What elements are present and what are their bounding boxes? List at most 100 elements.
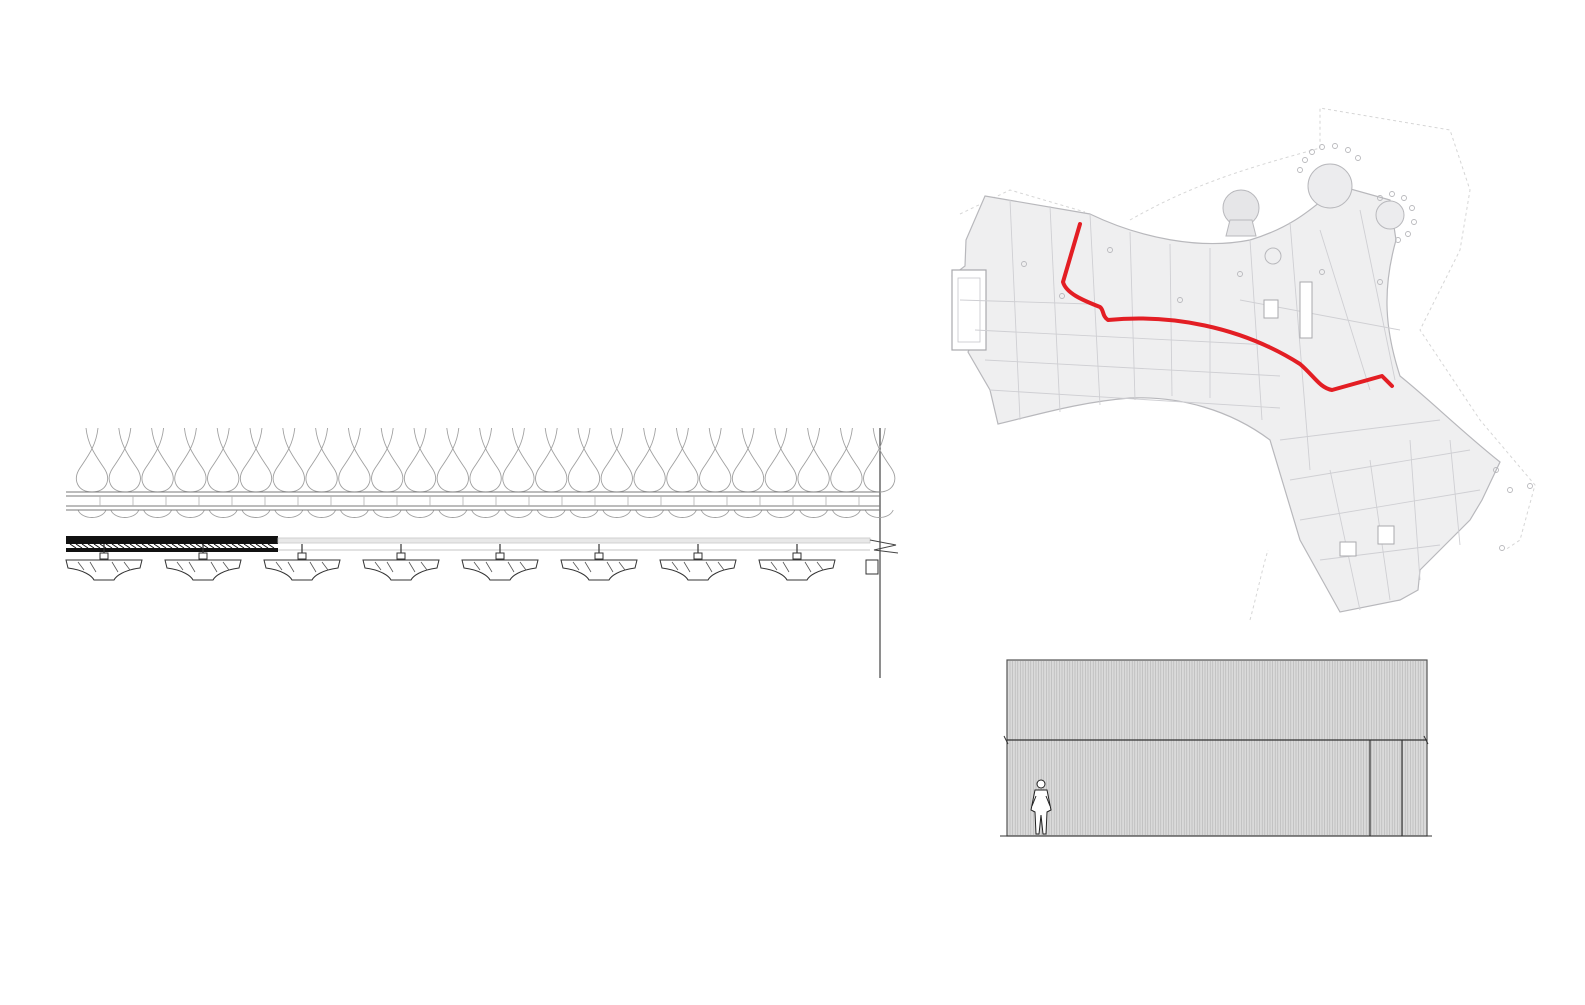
column-dot — [1319, 269, 1325, 275]
fin-tail — [372, 509, 402, 518]
anchor-bracket — [659, 544, 737, 581]
truss-member — [177, 543, 185, 549]
column-dot — [1319, 144, 1325, 150]
truss-member — [195, 543, 203, 549]
wall-section-detail — [65, 427, 899, 678]
column-dot — [1302, 157, 1308, 163]
bracket-nut — [99, 552, 109, 560]
perimeter-columns — [1021, 143, 1533, 551]
level-markers — [1003, 735, 1429, 745]
plan-grid-line — [989, 389, 1281, 409]
fin-tail — [77, 509, 107, 518]
site-outline — [959, 107, 1536, 621]
anchor-brackets — [65, 544, 879, 581]
truss-member — [69, 543, 77, 549]
column-dot — [1499, 545, 1505, 551]
wall-elevation — [1000, 659, 1432, 837]
building-footprint — [951, 185, 1501, 613]
elevation-panel — [1006, 659, 1428, 837]
fin-tail — [438, 509, 468, 518]
highlight-path — [1061, 222, 1394, 392]
column-dot — [1405, 231, 1411, 237]
column-dot — [1395, 237, 1401, 243]
fin-tail — [667, 509, 697, 518]
column-dot — [1409, 205, 1415, 211]
fin-tail — [700, 509, 730, 518]
truss-member — [135, 543, 143, 549]
plan-grid-line — [1409, 439, 1421, 581]
corner-pod-left — [1307, 163, 1353, 209]
fin-tail — [471, 509, 501, 518]
bracket-nut — [792, 552, 802, 560]
fin-tail — [766, 509, 796, 518]
bracket-plate — [263, 559, 341, 581]
anchor-bracket — [263, 544, 341, 581]
plan-grid-line — [1319, 229, 1371, 391]
column-dot — [1527, 483, 1533, 489]
truss-member — [81, 543, 89, 549]
truss-member — [231, 543, 239, 549]
truss-member — [165, 543, 173, 549]
bracket-plate — [758, 559, 836, 581]
fin-tail — [274, 509, 304, 518]
truss-member — [213, 543, 221, 549]
annex-room — [951, 269, 987, 351]
plan-grid-line — [1249, 239, 1263, 421]
fin-tail — [110, 509, 140, 518]
band-joints — [99, 496, 860, 506]
pod-neck — [1225, 219, 1257, 237]
lower-arm-rooms — [1263, 281, 1395, 557]
bracket-nut — [297, 552, 307, 560]
plan-grid-line — [1289, 221, 1311, 471]
column-dot — [1345, 147, 1351, 153]
fin-tail — [241, 509, 271, 518]
column-dot — [1355, 155, 1361, 161]
plan-grid-line — [1009, 199, 1021, 421]
scale-person-icon — [1030, 779, 1052, 835]
plan-grid-line — [1449, 439, 1461, 546]
truss-web — [69, 543, 275, 549]
solid-slab-segment — [66, 536, 278, 544]
fin-tail — [799, 509, 829, 518]
solid-slab-lower — [66, 548, 278, 552]
bracket-hatch — [671, 561, 725, 573]
truss-member — [99, 543, 107, 549]
bracket-hatch — [473, 561, 527, 573]
truss-member — [93, 543, 101, 549]
fin-tail — [208, 509, 238, 518]
column-dot — [1107, 247, 1113, 253]
bracket-plate — [560, 559, 638, 581]
truss-member — [111, 543, 119, 549]
bracket-plate — [362, 559, 440, 581]
truss-member — [183, 543, 191, 549]
truss-member — [249, 543, 257, 549]
plan-grid-line — [1049, 205, 1061, 413]
fin-tail — [405, 509, 435, 518]
plan-grid-line — [1129, 231, 1136, 401]
anchor-bracket — [362, 544, 440, 581]
anchor-bracket — [560, 544, 638, 581]
column-dot — [1401, 195, 1407, 201]
column-dot — [1411, 219, 1417, 225]
bracket-plate — [461, 559, 539, 581]
truss-member — [123, 543, 131, 549]
truss-member — [117, 543, 125, 549]
zigzag-break-icon — [869, 539, 899, 554]
plan-grid-line — [959, 299, 1091, 305]
plan-grid-line — [984, 359, 1281, 377]
truss-member — [147, 543, 155, 549]
fin-tail — [864, 509, 894, 518]
fin-tail — [503, 509, 533, 518]
bracket-plate — [164, 559, 242, 581]
column-dot — [1297, 167, 1303, 173]
fin-tail — [143, 509, 173, 518]
column-dot — [1332, 143, 1338, 149]
truss-member — [171, 543, 179, 549]
column-dot — [1237, 271, 1243, 277]
column-dot — [1507, 487, 1513, 493]
anchor-bracket — [164, 544, 242, 581]
plan-grid-line — [1289, 449, 1471, 481]
fin-tail — [733, 509, 763, 518]
floor-plan-key — [951, 107, 1536, 621]
truss-member — [225, 543, 233, 549]
